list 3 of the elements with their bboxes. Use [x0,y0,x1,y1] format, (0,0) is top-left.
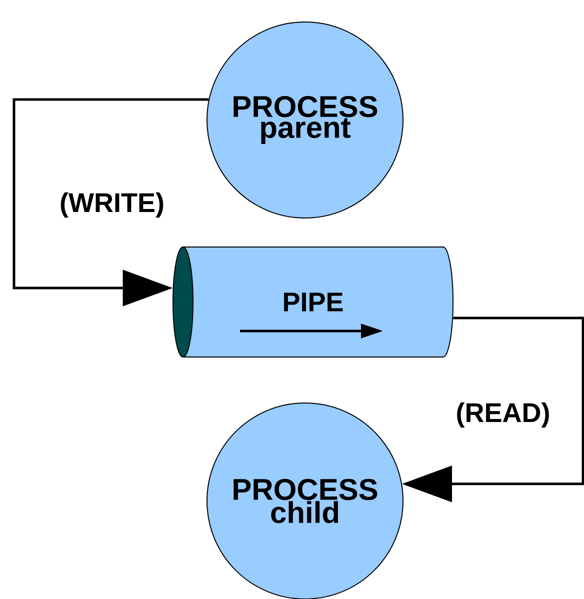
pipe-cylinder: PIPE [172,246,454,358]
edge-label: (WRITE) [58,191,166,219]
edge-label: (READ) [454,401,552,429]
